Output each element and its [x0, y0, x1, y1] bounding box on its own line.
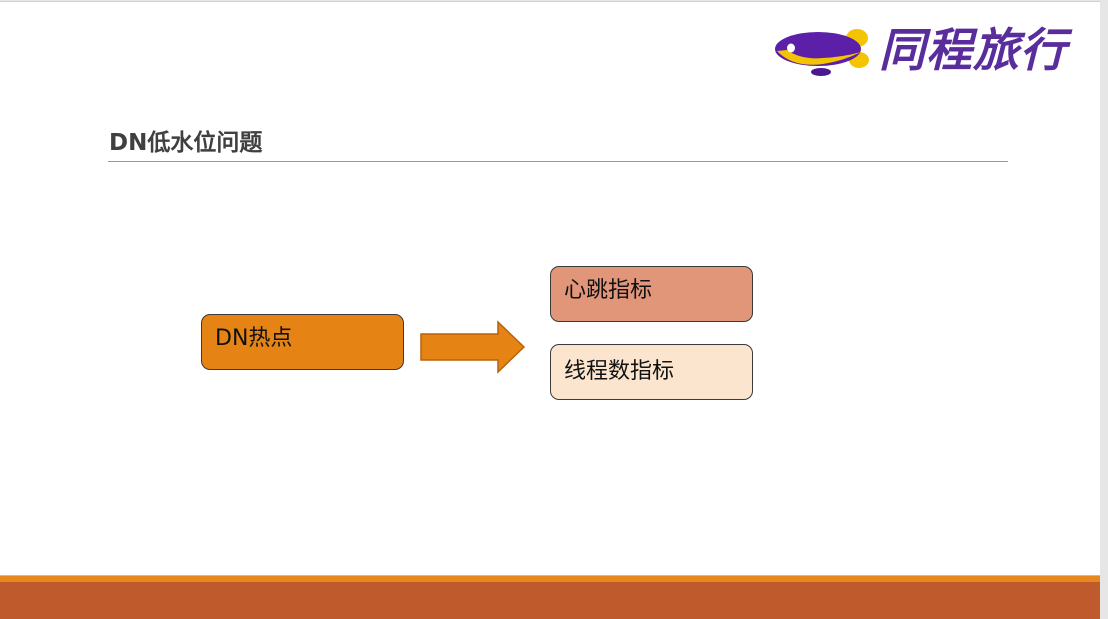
footer-highlight-line — [0, 575, 1100, 576]
title-divider — [108, 161, 1008, 162]
brand-name: 同程旅行 — [879, 23, 1067, 77]
page-title: DN低水位问题 — [109, 130, 263, 156]
brand-logo: 同程旅行 — [773, 20, 1093, 82]
diagram-target-label: 心跳指标 — [564, 278, 653, 303]
blimp-logo-icon — [775, 29, 869, 76]
footer-band — [0, 582, 1100, 619]
diagram-target-threads: 线程数指标 — [550, 344, 753, 400]
diagram-target-heartbeat: 心跳指标 — [550, 266, 753, 322]
diagram-target-label: 线程数指标 — [564, 359, 675, 384]
diagram-source-label: DN热点 — [215, 326, 293, 351]
diagram-source-box: DN热点 — [201, 314, 404, 370]
footer-stripe — [0, 576, 1100, 582]
right-arrow-icon — [420, 320, 526, 374]
